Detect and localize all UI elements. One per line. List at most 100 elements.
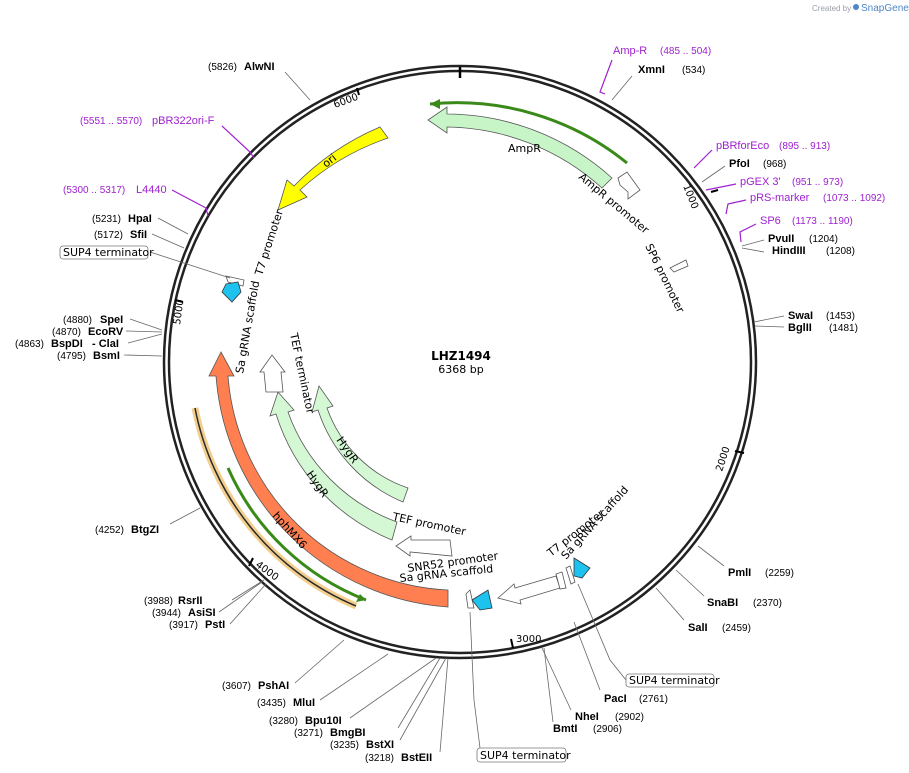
connector-line: [229, 583, 267, 625]
tef-promoter-label: TEF promoter: [390, 510, 467, 539]
sp6-promoter-arrow: [669, 259, 689, 273]
backbone-outer: [162, 64, 758, 660]
sup4-terminator-left-box: [59, 245, 149, 260]
site-swai[interactable]: SwaI: [788, 310, 813, 322]
site-btgzi[interactable]: BtgZI: [131, 524, 159, 536]
connector-line: [753, 315, 785, 323]
connector-line: [573, 621, 601, 691]
site-pos: (2370): [753, 598, 782, 609]
site-bpu10i[interactable]: Bpu10I: [305, 715, 342, 727]
site-pos: (4863): [15, 339, 44, 350]
hphmx6-direction-line: [226, 467, 367, 602]
primer-sp6[interactable]: SP6: [760, 215, 781, 227]
primer-connector: [739, 223, 757, 243]
connector-line: [543, 647, 554, 723]
site-ecorv[interactable]: EcoRV: [88, 326, 124, 338]
primer-pos: (1073 .. 1092): [823, 193, 885, 204]
connector-line: [741, 239, 765, 247]
site-sali[interactable]: SalI: [688, 622, 708, 634]
primer-pbrforeco[interactable]: pBRforEco: [716, 140, 769, 152]
connector-line: [151, 233, 185, 249]
connector-line: [319, 653, 389, 701]
primer-pgex3[interactable]: pGEX 3': [740, 176, 781, 188]
site-sfii[interactable]: SfiI: [130, 229, 147, 241]
site-pos: (3988): [144, 596, 173, 607]
t7-promoter-left-arrow: [225, 275, 245, 287]
site-pvuii[interactable]: PvuII: [768, 233, 794, 245]
sup4-terminator-right-box: [625, 673, 715, 688]
site-pos: (4795): [57, 351, 86, 362]
tick-1000: 1000: [680, 183, 700, 211]
sa-scaffold-right-icon: [573, 557, 591, 579]
connector-line: [469, 611, 481, 749]
site-bsteii[interactable]: BstEII: [401, 752, 432, 764]
connector-line: [741, 247, 765, 253]
site-pos: (1204): [809, 234, 838, 245]
site-psti[interactable]: PstI: [205, 619, 225, 631]
primer-l4440[interactable]: L4440: [136, 184, 167, 196]
site-pos: (3235): [330, 740, 359, 751]
site-mlui[interactable]: MluI: [293, 697, 315, 709]
site-bglii[interactable]: BglII: [788, 322, 812, 334]
connector-line: [675, 569, 705, 597]
connector-line: [399, 657, 447, 741]
site-pos: (534): [682, 65, 705, 76]
site-clai[interactable]: - ClaI: [92, 338, 119, 350]
site-pos: (3917): [169, 620, 198, 631]
site-pmli[interactable]: PmlI: [728, 567, 751, 579]
connector-line: [149, 251, 231, 279]
ampr-feature-arrow: [427, 106, 613, 189]
site-hindiii[interactable]: HindIII: [772, 245, 806, 257]
connector-line: [284, 71, 311, 101]
site-snabi[interactable]: SnaBI: [707, 597, 738, 609]
site-bmgbi[interactable]: BmgBI: [330, 727, 365, 739]
site-hpai[interactable]: HpaI: [128, 213, 152, 225]
site-paci[interactable]: PacI: [604, 693, 627, 705]
tick-3000: 3000: [516, 634, 541, 645]
primer-connector: [221, 125, 255, 159]
site-bspdi[interactable]: BspDI: [51, 338, 83, 350]
site-pfoi[interactable]: PfoI: [729, 158, 750, 170]
site-nhei[interactable]: NheI: [575, 711, 599, 723]
connector-line: [129, 318, 163, 331]
primer-pos: (1173 .. 1190): [792, 216, 853, 227]
hphmx6-feature-arrow: [208, 351, 449, 608]
site-asisi[interactable]: AsiSI: [188, 607, 216, 619]
site-bsmi[interactable]: BsmI: [93, 350, 120, 362]
connector-line: [397, 657, 441, 729]
site-pos: (4870): [52, 327, 81, 338]
site-pos: (4252): [95, 525, 124, 536]
tef-terminator-arrow: [259, 354, 286, 393]
credit-brand: SnapGene: [861, 3, 909, 14]
site-pos: (2906): [593, 724, 622, 735]
ampr-promoter-arrow: [617, 171, 641, 200]
sa-scaffold-left-icon: [221, 281, 242, 303]
site-pshai[interactable]: PshAI: [258, 680, 289, 692]
primer-pos: (5551 .. 5570): [80, 116, 142, 127]
site-alwni[interactable]: AlwNI: [244, 61, 275, 73]
sa-scaffold-bottom-icon: [471, 589, 493, 611]
tick-6000: 6000: [332, 92, 360, 111]
tick-5000: 5000: [172, 299, 186, 326]
tick-mark: [356, 87, 360, 96]
site-rsrii[interactable]: RsrII: [178, 595, 202, 607]
ampr-direction-arrowhead: [430, 99, 440, 109]
site-bmti[interactable]: BmtI: [553, 723, 577, 735]
ori-feature-arrow: [277, 126, 389, 211]
site-xmni[interactable]: XmnI: [638, 64, 665, 76]
connector-line: [123, 354, 163, 357]
primer-pbr322ori-f[interactable]: pBR322ori-F: [152, 115, 215, 127]
site-pos: (968): [763, 159, 786, 170]
primer-pos: (951 .. 973): [792, 177, 843, 188]
site-spei[interactable]: SpeI: [100, 314, 123, 326]
t7-promoter-left-label: T7 promoter: [252, 208, 286, 278]
site-bstxi[interactable]: BstXI: [366, 739, 394, 751]
primer-prs-marker[interactable]: pRS-marker: [750, 192, 810, 204]
plasmid-length: 6368 bp: [438, 363, 483, 376]
orange-highlight-core: [194, 407, 357, 607]
site-pos: (2259): [765, 568, 794, 579]
primer-amp-r[interactable]: Amp-R: [613, 45, 647, 57]
site-pos: (1453): [826, 311, 855, 322]
site-pos: (5231): [92, 214, 121, 225]
